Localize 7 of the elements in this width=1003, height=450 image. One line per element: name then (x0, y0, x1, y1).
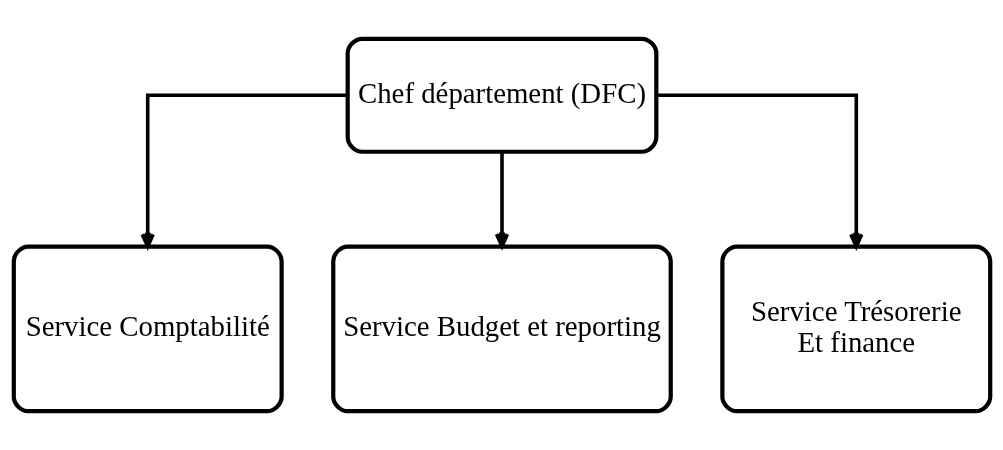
arrow (140, 93, 348, 249)
arrow (655, 93, 863, 249)
node-box: Service Budget et reporting (330, 244, 673, 414)
node-box: Service Trésorerie Et finance (719, 244, 992, 414)
arrow (494, 151, 509, 249)
node-box: Chef département (DFC) (345, 36, 658, 154)
node-box: Service Comptabilité (11, 244, 284, 414)
